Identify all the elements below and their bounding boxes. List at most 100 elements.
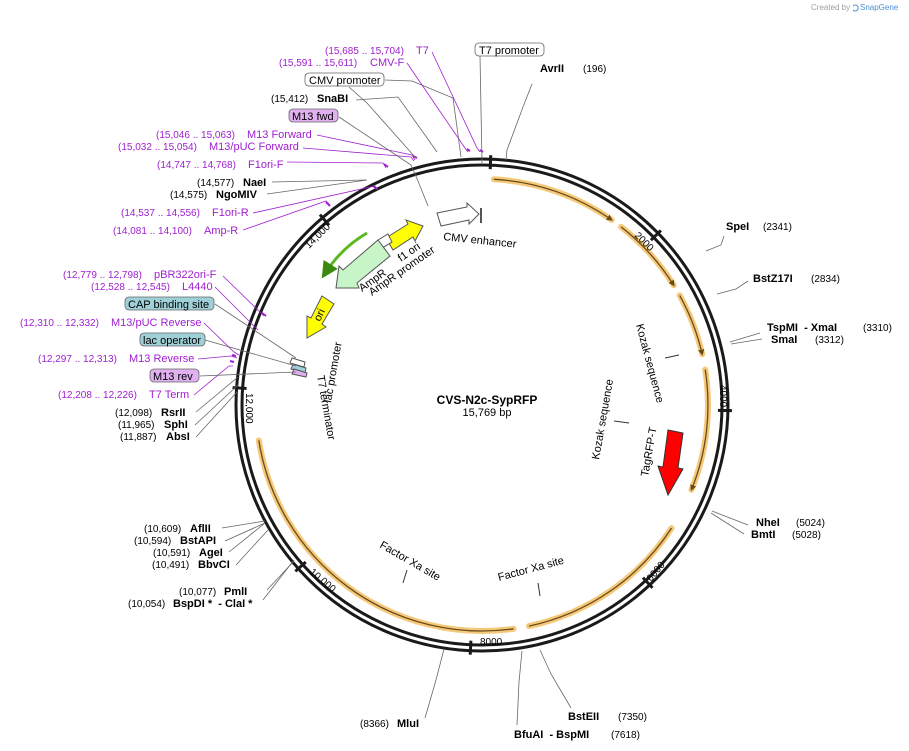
site-bstz17i-name: BstZ17I: [753, 273, 793, 285]
site-sphi[interactable]: (11,965)SphI: [118, 419, 188, 431]
site-bsteii-pos: (7350): [618, 712, 647, 723]
site-bsteii-name: BstEII: [568, 711, 599, 723]
kozak-inner-mark: [613, 420, 630, 424]
plasmid-name: CVS-N2c-SypRFP: [437, 393, 538, 407]
primer-m13-forward[interactable]: (15,046 .. 15,063) M13 Forward: [156, 129, 312, 141]
site-rsrii[interactable]: (12,098) RsrII: [115, 407, 185, 419]
site-snabi-pos: (15,412): [271, 94, 308, 105]
site-avrii[interactable]: AvrII(196): [540, 63, 606, 75]
primer-l4440-pos: (12,528 .. 12,545): [91, 282, 170, 293]
primer-amp-r[interactable]: (14,081 .. 14,100) Amp-R: [113, 225, 238, 237]
primer-m13-puc-forward[interactable]: (15,032 .. 15,054)M13/pUC Forward: [118, 141, 299, 153]
primer-f1ori-r[interactable]: (14,537 .. 14,556)F1ori-R: [121, 207, 249, 219]
primer-ticks: [229, 148, 484, 363]
cmv-enhancer-arrow[interactable]: [436, 201, 480, 227]
primer-f1ori-f-name: F1ori-F: [248, 159, 284, 171]
scale-tick-5: [294, 560, 307, 573]
t7-promoter-callout[interactable]: T7 promoter: [474, 42, 545, 57]
ampr-arrow[interactable]: [335, 239, 391, 289]
primer-t7[interactable]: (15,685 .. 15,704)T7: [325, 45, 429, 57]
tick-label-12000: 12,000: [243, 393, 254, 424]
primer-amp-r-pos: (14,081 .. 14,100): [113, 226, 192, 237]
site-bspdi-clai-pos: (10,054): [128, 599, 165, 610]
primer-m13-forward-name: M13 Forward: [247, 129, 312, 141]
site-sphi-pos: (11,965): [118, 420, 155, 431]
site-rsrii-name: RsrII: [161, 407, 185, 419]
site-mlui-pos: (8366): [360, 719, 389, 730]
backbone-inner-ring: [240, 163, 724, 647]
site-tspmi-xmai[interactable]: TspMI - XmaI (3310): [767, 322, 892, 334]
primer-m13-forward-pos: (15,046 .. 15,063): [156, 130, 235, 141]
site-pmli[interactable]: (10,077)PmlI: [179, 586, 247, 598]
lac-operator-callout[interactable]: lac operator: [139, 332, 206, 347]
primer-f1ori-f[interactable]: (14,747 .. 14,768)F1ori-F: [157, 159, 284, 171]
lac-operator-label: lac operator: [143, 335, 201, 347]
ori-arrow[interactable]: [306, 295, 335, 339]
site-bbvci[interactable]: (10,491)BbvCI: [152, 559, 230, 571]
site-absi[interactable]: (11,887)AbsI: [120, 431, 190, 443]
site-bstapi-name: BstAPI: [180, 535, 216, 547]
ori-label: ori: [312, 307, 328, 323]
primer-m13-puc-reverse[interactable]: (12,310 .. 12,332)M13/pUC Reverse: [20, 317, 201, 329]
site-bstz17i[interactable]: BstZ17I(2834): [753, 273, 840, 285]
tagrfp-arrow[interactable]: [657, 429, 684, 497]
primer-t7-name: T7: [416, 45, 429, 57]
restriction-sites: AvrII(196) SpeI(2341) BstZ17I(2834) TspM…: [115, 63, 892, 741]
site-smai-name: SmaI: [771, 334, 797, 346]
primer-cmv-f[interactable]: (15,591 .. 15,611) CMV-F: [279, 57, 405, 69]
cmv-promoter-callout[interactable]: CMV promoter: [304, 72, 385, 87]
factor-xa-left-label: Factor Xa site: [378, 539, 443, 583]
site-smai[interactable]: SmaI(3312): [771, 334, 844, 346]
site-leader-lines: [194, 79, 763, 726]
primer-m13-puc-reverse-pos: (12,310 .. 12,332): [20, 318, 99, 329]
site-ngomiv-name: NgoMIV: [216, 189, 258, 201]
primer-cmv-f-pos: (15,591 .. 15,611): [279, 58, 357, 69]
site-tspmi-xmai-name: TspMI - XmaI: [767, 322, 837, 334]
site-agei-name: AgeI: [199, 547, 223, 559]
site-bstapi[interactable]: (10,594)BstAPI: [134, 535, 216, 547]
site-snabi[interactable]: (15,412) SnaBI: [271, 93, 348, 105]
primer-amp-r-name: Amp-R: [204, 225, 238, 237]
site-bmti-name: BmtI: [751, 529, 775, 541]
site-rsrii-pos: (12,098): [115, 408, 152, 419]
primer-pbr322ori-f[interactable]: (12,779 .. 12,798)pBR322ori-F: [63, 269, 217, 281]
site-bmti[interactable]: BmtI(5028): [751, 529, 821, 541]
m13-rev-callout[interactable]: M13 rev: [149, 368, 200, 383]
site-bfuai-bspmi[interactable]: BfuAI - BspMI(7618): [514, 729, 640, 741]
site-agei-pos: (10,591): [153, 548, 190, 559]
cmv-promoter-label: CMV promoter: [309, 75, 381, 87]
tick-label-8000: 8000: [480, 637, 503, 648]
site-nhei[interactable]: NheI(5024): [756, 517, 825, 529]
site-bfuai-bspmi-name: BfuAI - BspMI: [514, 729, 589, 741]
primer-pbr322ori-f-pos: (12,779 .. 12,798): [63, 270, 142, 281]
cap-binding-site-callout[interactable]: CAP binding site: [124, 296, 215, 311]
primer-cmv-f-name: CMV-F: [370, 57, 405, 69]
m13-fwd-callout[interactable]: M13 fwd: [288, 108, 339, 123]
site-naei[interactable]: (14,577)NaeI: [197, 177, 266, 189]
primer-t7-term[interactable]: (12,208 .. 12,226)T7 Term: [58, 389, 189, 401]
site-bspdi-clai[interactable]: (10,054) BspDI * - ClaI *: [128, 598, 253, 610]
scale-tick-7: [318, 213, 331, 227]
primer-l4440[interactable]: (12,528 .. 12,545)L4440: [91, 281, 213, 293]
site-agei[interactable]: (10,591) AgeI: [153, 547, 223, 559]
site-aflii[interactable]: (10,609)AflII: [144, 523, 211, 535]
factor-xa-left-mark: [402, 569, 408, 584]
site-bspdi-clai-name: BspDI * - ClaI *: [173, 598, 253, 610]
site-snabi-name: SnaBI: [317, 93, 348, 105]
site-bsteii[interactable]: BstEII (7350): [568, 711, 647, 723]
f1-ori-arrow[interactable]: [385, 219, 424, 251]
site-mlui[interactable]: (8366)MluI: [360, 718, 419, 730]
cap-binding-site-label: CAP binding site: [128, 299, 209, 311]
orf-glow-1: [618, 223, 677, 289]
site-ngomiv[interactable]: (14,575)NgoMIV: [170, 189, 258, 201]
boxed-leader-lines: [199, 55, 483, 377]
site-aflii-pos: (10,609): [144, 524, 181, 535]
site-tspmi-xmai-pos: (3310): [863, 323, 892, 334]
site-spei[interactable]: SpeI(2341): [726, 221, 792, 233]
tick-label-4000: 4000: [717, 385, 728, 408]
m13-rev-label: M13 rev: [153, 371, 193, 383]
primer-m13-reverse[interactable]: (12,297 .. 12,313)M13 Reverse: [38, 353, 194, 365]
primer-t7-term-name: T7 Term: [149, 389, 189, 401]
tick-label-14000: 14,000: [303, 221, 333, 251]
orf-line-4: [528, 527, 673, 627]
